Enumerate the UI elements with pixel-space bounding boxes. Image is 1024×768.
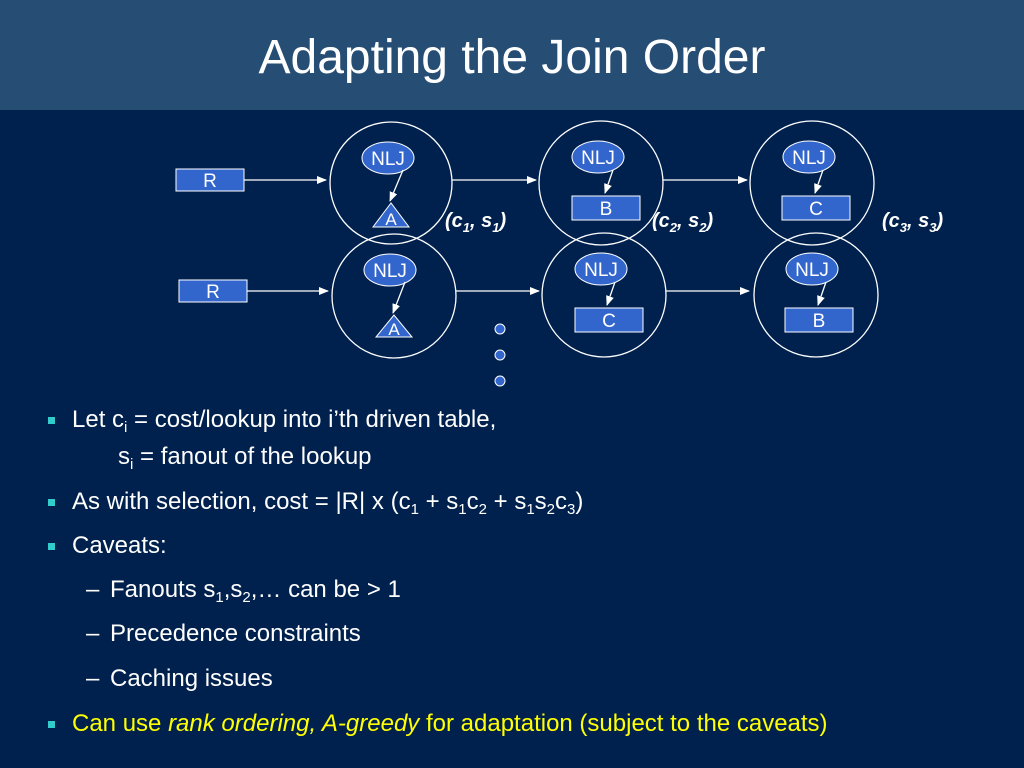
bullet-3: Caveats:	[72, 532, 167, 559]
row2-table-3-shape	[784, 307, 854, 333]
row1-nlj-1	[361, 141, 415, 175]
sub-bullet-2: Precedence constraints	[110, 620, 361, 647]
row1-table-3-shape	[781, 195, 851, 221]
row1-nlj-2-label: NLJ	[581, 148, 615, 169]
cost-label-2: (c2, s2)	[652, 210, 714, 235]
row1-nlj-1-label: NLJ	[371, 149, 405, 170]
ellipsis-dot-1	[494, 323, 506, 335]
bullet-4: Can use rank ordering, A-greedy for adap…	[72, 710, 828, 737]
cost-label-1: (c1, s1)	[445, 210, 507, 235]
row1-edge-2	[604, 169, 614, 194]
slide-title: Adapting the Join Order	[258, 31, 766, 84]
row1-join-node-3	[749, 120, 875, 246]
bullet-marker	[48, 417, 55, 424]
row2-join-node-3	[753, 232, 879, 358]
row2-nlj-2-label: NLJ	[584, 260, 618, 281]
row2-join-node-1	[331, 233, 457, 359]
row2-table-2-label: C	[602, 311, 616, 332]
row1-table-2-shape	[571, 195, 641, 221]
bullet-marker	[48, 499, 55, 506]
sub-bullet-3: Caching issues	[110, 665, 273, 692]
title-bar	[0, 0, 1024, 110]
row1-table-1-shape	[372, 202, 410, 228]
sub-bullet-marker: –	[86, 620, 100, 647]
row2-nlj-1	[363, 253, 417, 287]
row2-table-3-label: B	[813, 311, 826, 332]
sub-bullet-marker: –	[86, 665, 100, 692]
row2-edge-2	[606, 281, 616, 306]
row1-source-label: R	[203, 171, 217, 192]
row1-join-node-1	[329, 121, 453, 245]
ellipsis-dot-3	[494, 375, 506, 387]
row1-table-3-label: C	[809, 199, 823, 220]
bullet-marker	[48, 721, 55, 728]
row1-edge-3	[814, 169, 824, 194]
cost-label-3: (c3, s3)	[882, 210, 944, 235]
row2-join-node-2	[541, 232, 667, 358]
row1-table-1-label: A	[385, 210, 397, 229]
sub-bullet-marker: –	[86, 576, 100, 603]
row2-table-2-shape	[574, 307, 644, 333]
row1-edge-1	[389, 169, 404, 202]
row2-source-label: R	[206, 282, 220, 303]
row2-nlj-3-label: NLJ	[795, 260, 829, 281]
row2-table-1-label: A	[388, 320, 400, 339]
row1-nlj-3	[782, 140, 836, 174]
row2-nlj-1-label: NLJ	[373, 261, 407, 282]
ellipsis-dot-2	[494, 349, 506, 361]
row2-nlj-3	[785, 252, 839, 286]
row2-edge-1	[392, 281, 406, 314]
row1-nlj-2	[571, 140, 625, 174]
bullet-2: As with selection, cost = |R| x (c1 + s1…	[72, 488, 584, 518]
row1-table-2-label: B	[600, 199, 613, 220]
join-order-diagram: R NLJ A NLJ B NLJ C (c1, s1) (c2, s2) (c…	[175, 120, 944, 387]
row1-nlj-3-label: NLJ	[792, 148, 826, 169]
row1-join-node-2	[538, 120, 664, 246]
bullet-1: Let ci = cost/lookup into i’th driven ta…	[72, 406, 497, 436]
sub-bullet-1: Fanouts s1,s2,… can be > 1	[110, 576, 401, 606]
row2-table-1-shape	[374, 314, 414, 338]
bullet-1-line-2: si = fanout of the lookup	[118, 443, 372, 473]
bullet-marker	[48, 543, 55, 550]
row2-edge-3	[817, 281, 827, 306]
row2-nlj-2	[574, 252, 628, 286]
